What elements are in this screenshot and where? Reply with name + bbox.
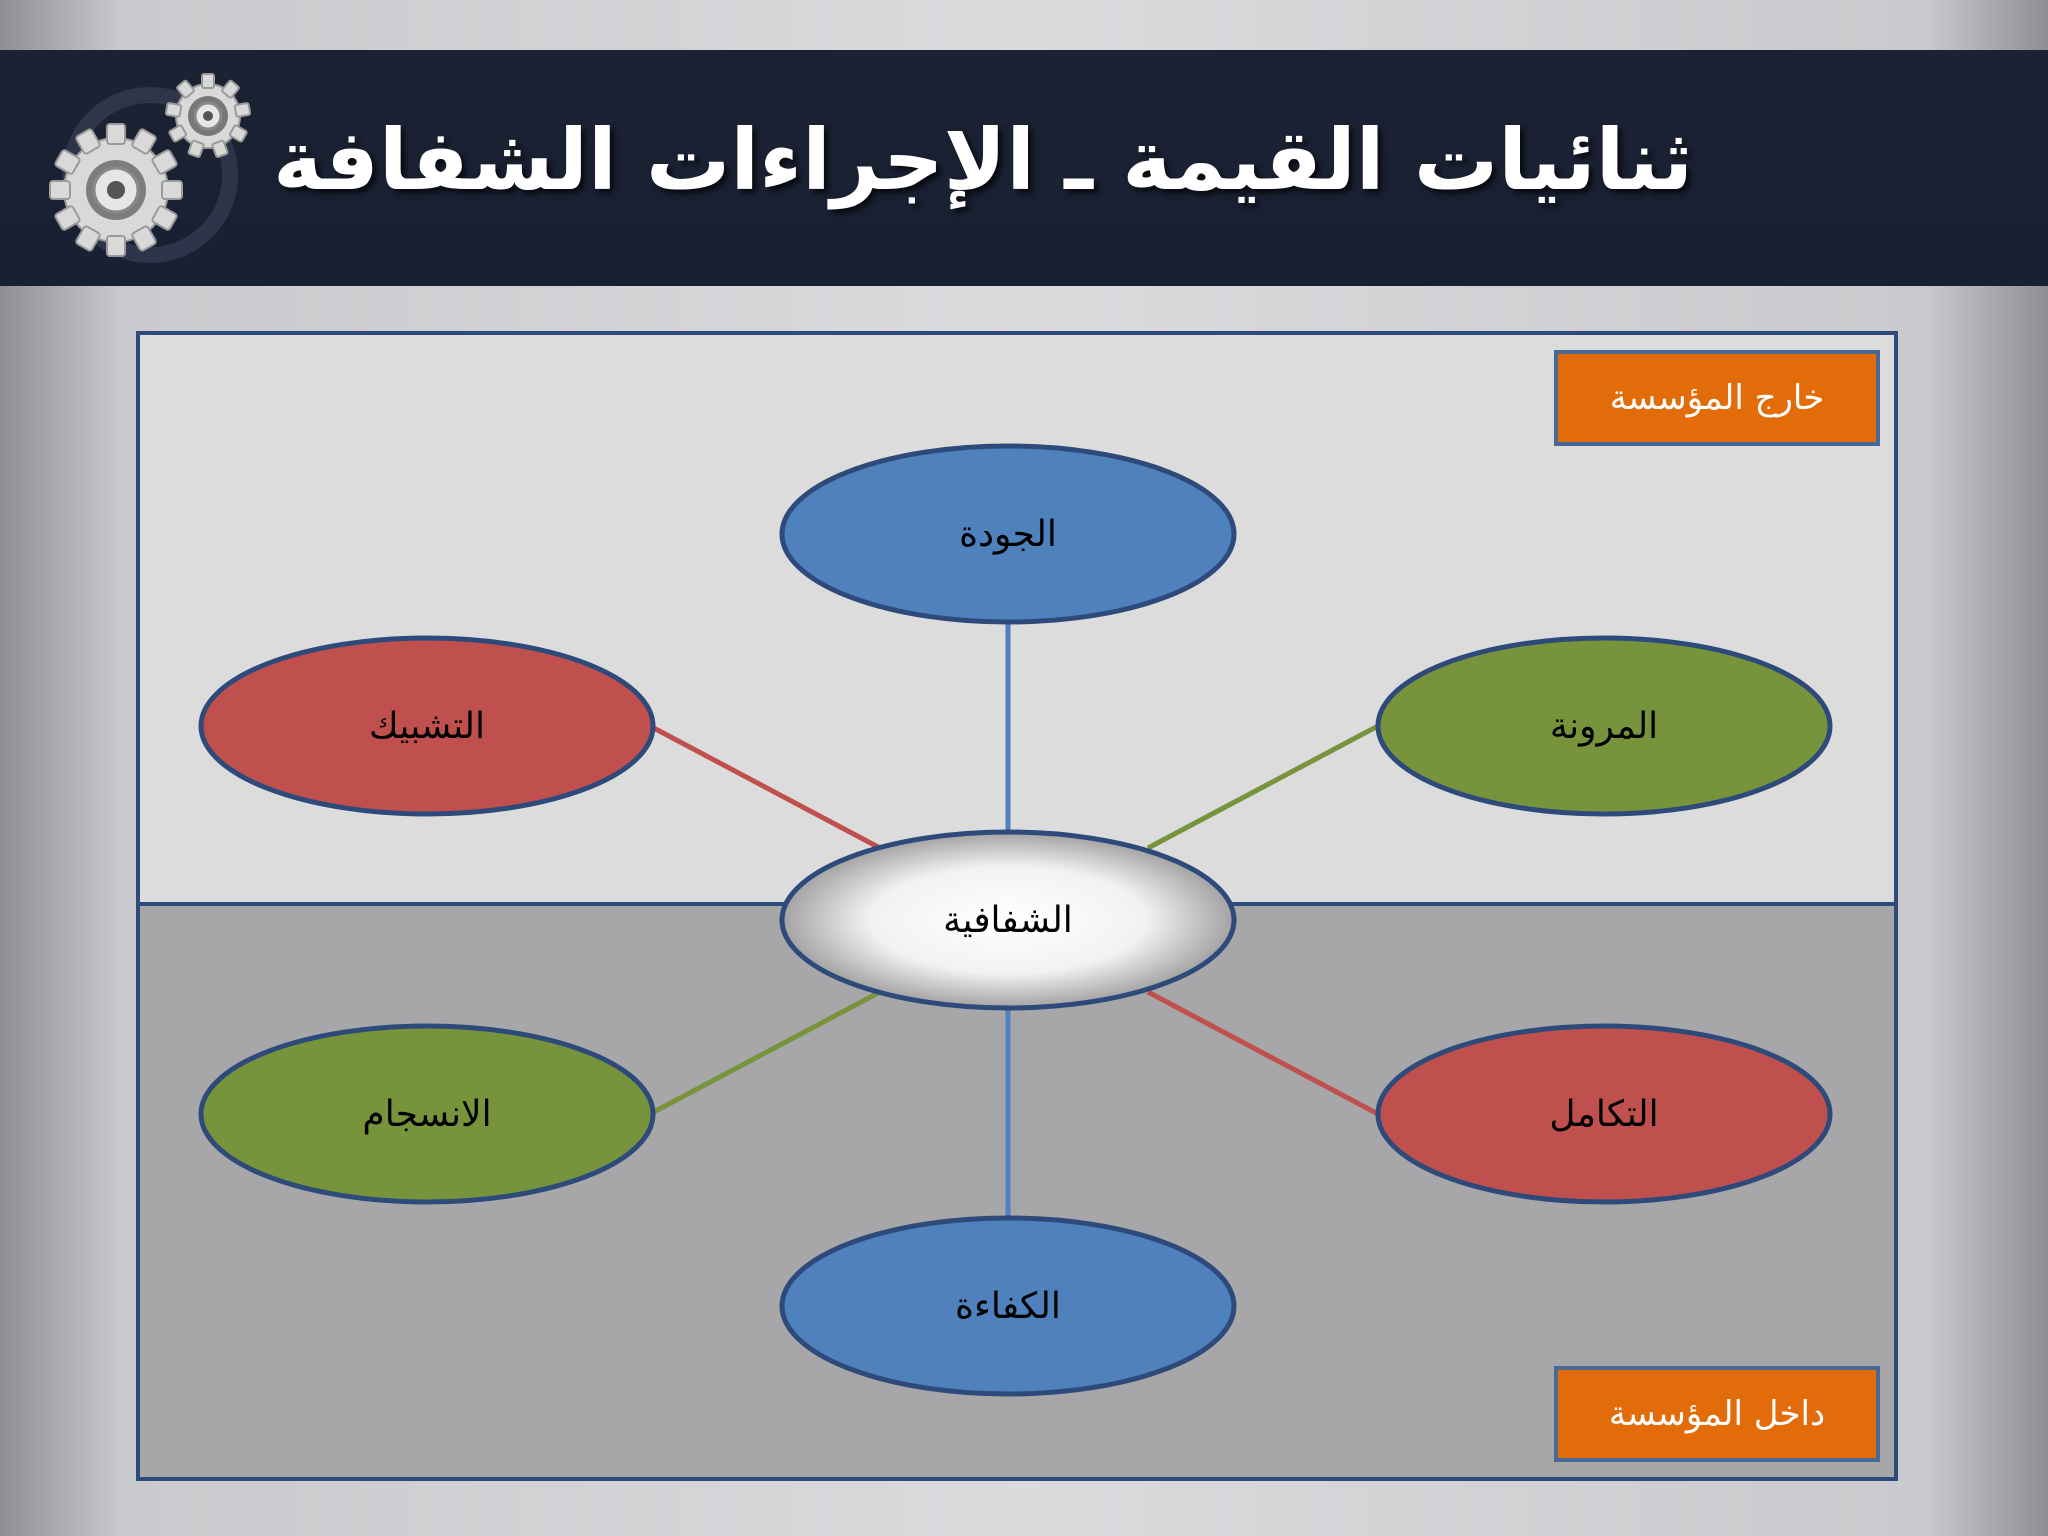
node-efficiency: [779, 1215, 1237, 1397]
outside-organization-tag: خارج المؤسسة: [1554, 350, 1880, 446]
node-flexibility: [1375, 635, 1833, 817]
connector-networking: [648, 723, 882, 851]
label-transparency: الشفافية: [943, 900, 1073, 941]
label-flexibility: المرونة: [1550, 706, 1658, 747]
title-bar: [0, 50, 2048, 286]
label-quality: الجودة: [959, 514, 1057, 555]
connector-harmony: [648, 989, 882, 1117]
node-transparency: [779, 829, 1237, 1011]
label-harmony: الانسجام: [362, 1094, 491, 1135]
label-networking: التشبيك: [369, 706, 485, 747]
connector-integration: [1146, 989, 1380, 1117]
node-networking: [198, 635, 656, 817]
slide-title: ثنائيات القيمة ـ الإجراءات الشفافة: [272, 111, 1693, 209]
node-harmony: [198, 1023, 656, 1205]
node-quality: [779, 443, 1237, 625]
gears-icon: [49, 73, 252, 263]
connector-flexibility: [1146, 723, 1380, 851]
label-integration: التكامل: [1549, 1094, 1658, 1135]
node-integration: [1375, 1023, 1833, 1205]
inside-organization-tag: داخل المؤسسة: [1554, 1366, 1880, 1462]
label-efficiency: الكفاءة: [955, 1286, 1061, 1327]
